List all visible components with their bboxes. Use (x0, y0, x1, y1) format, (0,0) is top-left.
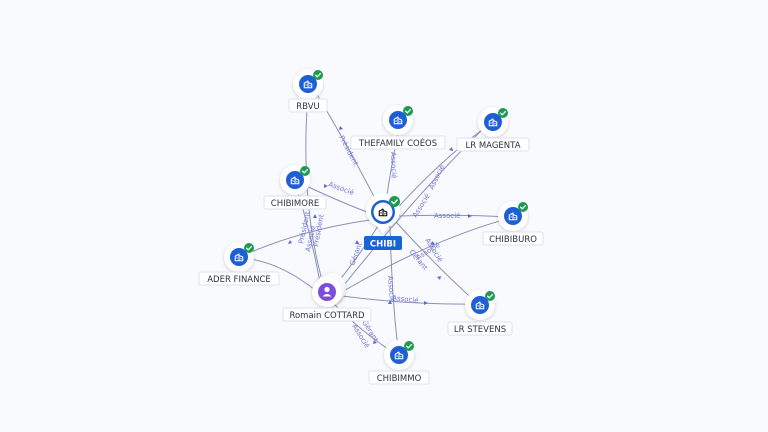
arrow (388, 300, 392, 304)
arrow (449, 147, 453, 151)
verified-check-icon (244, 243, 254, 253)
edge-label-associe: Associé (434, 212, 460, 220)
arrow (355, 240, 359, 244)
verified-check-icon (403, 106, 413, 116)
node-label: LR STEVENS (454, 325, 506, 335)
arrow (424, 301, 428, 305)
edge-label-associe: Associé (389, 152, 398, 179)
node-label: ADER FINANCE (207, 275, 271, 285)
edge-person-lrstevens (341, 295, 479, 305)
node-label: CHIBIBURO (489, 235, 537, 245)
arrow (339, 126, 343, 130)
arrow (313, 214, 317, 218)
node-label: THEFAMILY COÉOS (358, 137, 437, 149)
verified-check-icon (498, 108, 508, 118)
verified-check-icon (485, 291, 495, 301)
edge-label-president: Président (312, 214, 326, 248)
node-person-romain-cottard[interactable]: Romain COTTARD (282, 273, 372, 322)
edge-label-associe: Associé (386, 276, 396, 303)
edge-person-chibimore (295, 185, 321, 283)
node-center-chibi[interactable]: CHIBI (364, 193, 402, 250)
verified-check-icon (313, 70, 323, 80)
arrow (431, 241, 435, 245)
arrow (468, 214, 472, 218)
edge-label-associe: Associé (428, 164, 447, 191)
node-chibiburo[interactable]: CHIBIBURO (482, 201, 544, 246)
node-label: Romain COTTARD (289, 311, 365, 321)
node-lr-stevens[interactable]: LR STEVENS (447, 290, 513, 336)
verified-check-icon (300, 166, 310, 176)
arrow (437, 276, 441, 280)
edge-person-rbvu (305, 91, 323, 281)
node-rbvu[interactable]: RBVU (288, 69, 328, 113)
edge-person-chibiburo (341, 217, 511, 293)
verified-check-icon (404, 341, 414, 351)
edge-chibi-aderfinance (241, 219, 371, 257)
node-chibimore[interactable]: CHIBIMORE (263, 165, 327, 210)
node-label: CHIBIMORE (271, 199, 319, 209)
person-icon (322, 286, 332, 297)
edge-arrows (288, 126, 472, 344)
node-label: RBVU (296, 102, 320, 112)
center-node-label: CHIBI (370, 240, 396, 250)
node-label: LR MAGENTA (465, 141, 520, 151)
node-lr-magenta[interactable]: LR MAGENTA (456, 107, 530, 152)
edges (241, 87, 511, 355)
node-ader-finance[interactable]: ADER FINANCE (198, 242, 280, 286)
edge-label-associe: Associé (327, 180, 355, 197)
node-chibimmo[interactable]: CHIBIMMO (368, 340, 430, 385)
arrow (288, 240, 292, 244)
edge-label-associe: Associé (392, 294, 419, 305)
node-thefamily-coeos[interactable]: THEFAMILY COÉOS (350, 105, 446, 150)
verified-check-icon (518, 202, 528, 212)
node-label: CHIBIMMO (377, 374, 422, 384)
arrow (324, 184, 328, 188)
edge-chibi-lrstevens (395, 221, 479, 305)
arrow (373, 340, 377, 344)
verified-check-icon (389, 196, 400, 207)
